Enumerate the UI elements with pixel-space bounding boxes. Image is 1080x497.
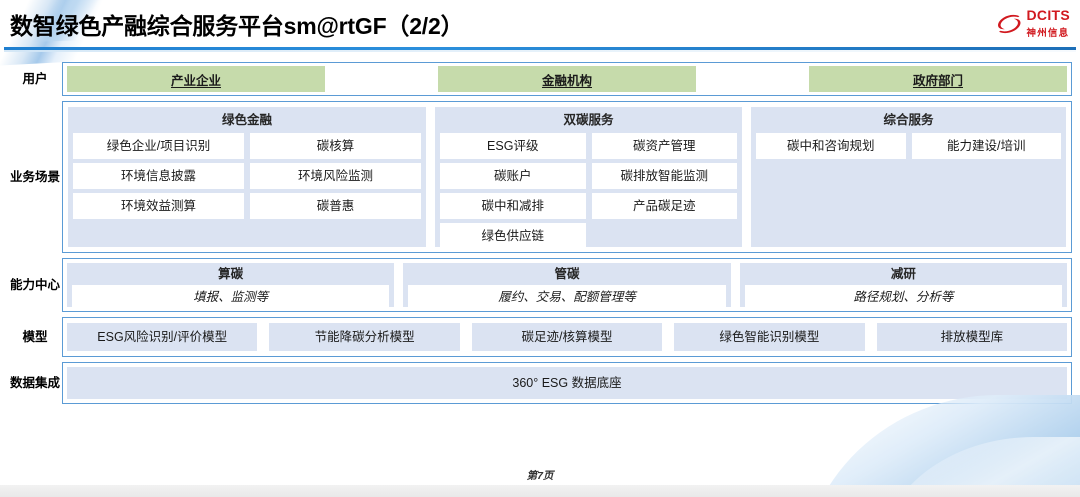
architecture-grid: 用户 产业企业 金融机构 政府部门 业务场景 绿色金融 绿色企业/项目识别 碳核… — [8, 62, 1072, 409]
row-capability-center: 能力中心 算碳 填报、监测等 管碳 履约、交易、配额管理等 减研 路径规划、分析… — [8, 258, 1072, 312]
scenario-cell[interactable]: 碳中和咨询规划 — [756, 133, 906, 159]
scenario-cell-list: 碳中和咨询规划 能力建设/培训 — [756, 133, 1061, 159]
capability-group-title: 减研 — [890, 267, 916, 281]
decorative-swoosh-bottom-right-2 — [880, 437, 1080, 497]
capability-group-subtitle: 履约、交易、配额管理等 — [408, 285, 726, 309]
capability-group-subtitle: 填报、监测等 — [72, 285, 390, 309]
capability-group-carbon-reduction[interactable]: 减研 路径规划、分析等 — [739, 263, 1067, 309]
row-body-users: 产业企业 金融机构 政府部门 — [62, 62, 1072, 96]
brand-logo: DCITS 神州信息 — [996, 8, 1071, 40]
model-chip[interactable]: 排放模型库 — [876, 323, 1068, 351]
bottom-edge-band — [0, 485, 1080, 497]
row-label-data-integration: 数据集成 — [9, 375, 60, 390]
row-models: 模型 ESG风险识别/评价模型 节能降碳分析模型 碳足迹/核算模型 绿色智能识别… — [8, 317, 1072, 357]
scenario-cell[interactable]: 能力建设/培训 — [911, 133, 1061, 159]
scenario-cell-list: 绿色企业/项目识别 碳核算 环境信息披露 环境风险监测 环境效益测算 碳普惠 — [73, 133, 421, 219]
row-label-business-scenarios: 业务场景 — [9, 169, 60, 184]
scenario-group-green-finance: 绿色金融 绿色企业/项目识别 碳核算 环境信息披露 环境风险监测 环境效益测算 … — [68, 107, 426, 247]
scenario-group-dual-carbon: 双碳服务 ESG评级 碳资产管理 碳账户 碳排放智能监测 碳中和减排 产品碳足迹… — [435, 107, 742, 249]
scenario-cell[interactable]: 碳普惠 — [250, 193, 421, 219]
row-users: 用户 产业企业 金融机构 政府部门 — [8, 62, 1072, 96]
row-data-integration: 数据集成 360° ESG 数据底座 — [8, 362, 1072, 404]
logo-name-en: DCITS — [1026, 7, 1070, 23]
scenario-group-title: 双碳服务 — [563, 113, 614, 127]
scenario-cell[interactable]: ESG评级 — [440, 133, 586, 159]
scenario-cell[interactable]: 产品碳足迹 — [591, 193, 737, 219]
scenario-cell[interactable]: 绿色供应链 — [440, 223, 586, 249]
scenario-cell[interactable]: 环境效益测算 — [73, 193, 244, 219]
scenario-group-comprehensive: 综合服务 碳中和咨询规划 能力建设/培训 — [751, 107, 1066, 247]
logo-text-block: DCITS 神州信息 — [1027, 8, 1071, 40]
user-chip-financial[interactable]: 金融机构 — [438, 66, 696, 92]
page-title: 数智绿色产融综合服务平台sm@rtGF（2/2） — [10, 13, 464, 39]
user-chip-government[interactable]: 政府部门 — [809, 66, 1067, 92]
row-business-scenarios: 业务场景 绿色金融 绿色企业/项目识别 碳核算 环境信息披露 环境风险监测 环境… — [8, 101, 1072, 253]
row-label-models: 模型 — [22, 329, 48, 344]
scenario-group-title: 综合服务 — [883, 113, 934, 127]
data-foundation-chip[interactable]: 360° ESG 数据底座 — [67, 367, 1067, 399]
scenario-cell[interactable]: 环境风险监测 — [250, 163, 421, 189]
scenario-cell[interactable]: 碳核算 — [250, 133, 421, 159]
logo-name-cn: 神州信息 — [1026, 28, 1070, 39]
page-number-footer: 第7页 — [526, 470, 554, 482]
model-chip[interactable]: 节能降碳分析模型 — [269, 323, 460, 351]
row-body-models: ESG风险识别/评价模型 节能降碳分析模型 碳足迹/核算模型 绿色智能识别模型 … — [62, 317, 1072, 357]
scenario-cell-list: ESG评级 碳资产管理 碳账户 碳排放智能监测 碳中和减排 产品碳足迹 绿色供应… — [440, 133, 737, 249]
dcits-swirl-icon — [997, 14, 1020, 34]
scenario-cell[interactable]: 碳账户 — [440, 163, 586, 189]
capability-group-title: 管碳 — [554, 267, 580, 281]
title-divider-highlight — [4, 50, 1076, 52]
capability-group-title: 算碳 — [218, 267, 244, 281]
row-label-users: 用户 — [22, 71, 48, 86]
model-chip[interactable]: ESG风险识别/评价模型 — [67, 323, 258, 351]
scenario-cell[interactable]: 碳排放智能监测 — [591, 163, 737, 189]
model-chip[interactable]: 碳足迹/核算模型 — [471, 323, 663, 351]
scenario-cell[interactable]: 碳中和减排 — [440, 193, 586, 219]
capability-group-subtitle: 路径规划、分析等 — [744, 285, 1062, 309]
user-chip-industry[interactable]: 产业企业 — [67, 66, 325, 92]
row-body-capability-center: 算碳 填报、监测等 管碳 履约、交易、配额管理等 减研 路径规划、分析等 — [62, 258, 1072, 312]
scenario-cell[interactable]: 环境信息披露 — [73, 163, 244, 189]
capability-group-carbon-accounting[interactable]: 算碳 填报、监测等 — [67, 263, 395, 309]
model-chip[interactable]: 绿色智能识别模型 — [674, 323, 865, 351]
row-label-capability-center: 能力中心 — [9, 277, 60, 292]
capability-group-carbon-management[interactable]: 管碳 履约、交易、配额管理等 — [403, 263, 731, 309]
title-divider — [4, 47, 1076, 50]
row-body-data-integration: 360° ESG 数据底座 — [62, 362, 1072, 404]
scenario-cell[interactable]: 绿色企业/项目识别 — [73, 133, 244, 159]
scenario-group-title: 绿色金融 — [221, 113, 272, 127]
row-body-business-scenarios: 绿色金融 绿色企业/项目识别 碳核算 环境信息披露 环境风险监测 环境效益测算 … — [62, 101, 1072, 253]
scenario-cell[interactable]: 碳资产管理 — [591, 133, 737, 159]
